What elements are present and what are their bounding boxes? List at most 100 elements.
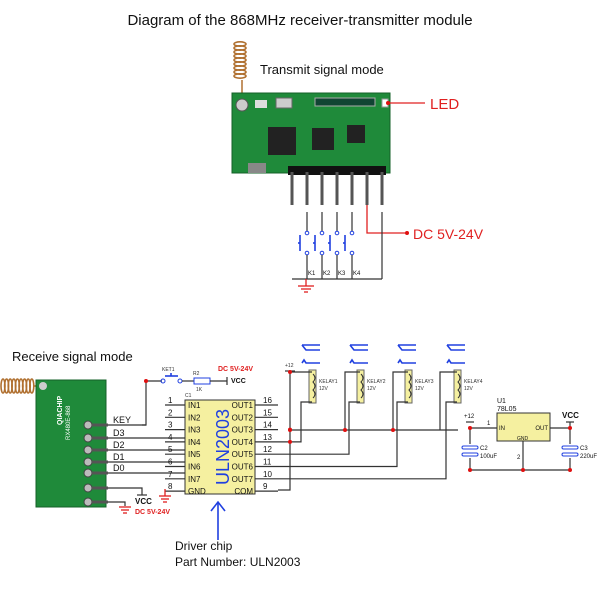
svg-text:1K: 1K <box>196 387 203 393</box>
resistor-icon <box>193 377 211 385</box>
capacitor-c2-icon <box>461 444 479 458</box>
svg-text:220uF: 220uF <box>580 454 597 460</box>
transmitter-header-pins <box>290 172 384 205</box>
relay-coil-icon <box>404 369 413 404</box>
pin-label: GND <box>188 487 206 496</box>
svg-text:OUT: OUT <box>535 426 548 432</box>
relay-name: KELAY1 <box>319 379 338 385</box>
relay-coil-icon <box>356 369 365 404</box>
key-switch-icon <box>160 373 183 384</box>
relay-contact-icon <box>397 344 416 351</box>
svg-text:U1: U1 <box>497 398 506 405</box>
pin-label: OUT3 <box>232 426 254 435</box>
svg-text:GND: GND <box>517 436 529 442</box>
signal-label-d2: D2 <box>113 440 125 450</box>
key-label: K3 <box>338 271 346 277</box>
relay-voltage: 12V <box>415 386 425 392</box>
svg-text:RX480E-868: RX480E-868 <box>66 405 72 440</box>
ground-icon <box>298 279 314 293</box>
uln2003-chip <box>184 399 256 495</box>
pin-number: 6 <box>168 458 173 467</box>
relay-contact-icon <box>349 344 368 351</box>
svg-text:C3: C3 <box>580 446 588 452</box>
pin-label: IN2 <box>188 413 201 422</box>
transmitter-antenna-icon <box>233 40 247 100</box>
relay-contact-icon <box>446 344 465 351</box>
pin-label: IN1 <box>188 401 201 410</box>
pin-label: COM <box>234 487 253 496</box>
relay-coil-icon <box>308 369 317 404</box>
transmitter-pcb <box>231 92 391 175</box>
svg-text:DC 5V-24V: DC 5V-24V <box>218 366 253 373</box>
pin-number: 3 <box>168 421 173 430</box>
svg-text:R2: R2 <box>193 371 200 377</box>
pin-label: IN3 <box>188 426 201 435</box>
svg-text:78L05: 78L05 <box>497 406 517 413</box>
relay-name: KELAY3 <box>415 379 434 385</box>
transmit-mode-label: Transmit signal mode <box>260 62 384 77</box>
svg-text:100uF: 100uF <box>480 454 497 460</box>
key-buttons: K1 K2 K3 K4 <box>292 212 383 280</box>
led-label: LED <box>430 96 459 113</box>
svg-text:QIACHIP: QIACHIP <box>57 396 64 426</box>
ground-icon <box>159 489 171 503</box>
pin-number: 15 <box>263 408 272 417</box>
relay-name: KELAY4 <box>464 379 483 385</box>
svg-text:VCC: VCC <box>562 411 579 420</box>
key-label: K1 <box>308 271 316 277</box>
pin-number: 7 <box>168 470 173 479</box>
pin-number: 13 <box>263 433 272 442</box>
key-label: K4 <box>353 271 361 277</box>
pin-label: IN4 <box>188 438 201 447</box>
svg-text:KET1: KET1 <box>162 367 175 373</box>
relay-name: KELAY2 <box>367 379 386 385</box>
signal-label-d0: D0 <box>113 463 125 473</box>
pin-number: 16 <box>263 396 272 405</box>
svg-text:+12: +12 <box>464 414 475 420</box>
arrow-up-icon <box>210 500 226 540</box>
receiver-pins <box>83 420 108 507</box>
relay-voltage: 12V <box>367 386 377 392</box>
signal-label-d1: D1 <box>113 452 125 462</box>
pin-number: 14 <box>263 421 272 430</box>
pin-number: 2 <box>168 408 173 417</box>
pin-number: 10 <box>263 470 272 479</box>
pin-number: 9 <box>263 482 268 491</box>
key-label: K2 <box>323 271 331 277</box>
pin-label: OUT6 <box>232 463 254 472</box>
signal-label-d3: D3 <box>113 428 125 438</box>
signal-label-key: KEY <box>113 415 131 425</box>
pin-number: 11 <box>263 458 272 467</box>
relay-coil-icon <box>453 369 462 404</box>
receive-mode-label: Receive signal mode <box>12 349 133 364</box>
pin-label: OUT2 <box>232 413 254 422</box>
pin-number: 12 <box>263 445 272 454</box>
receiver-power-label: DC 5V-24V <box>135 509 170 516</box>
capacitor-c3-icon <box>561 444 579 458</box>
receiver-pcb: QIACHIP RX480E-868 <box>35 379 107 508</box>
driver-caption: Driver chip <box>175 539 233 553</box>
svg-text:C2: C2 <box>480 446 488 452</box>
chip-name: ULN2003 <box>213 409 233 485</box>
svg-text:VCC: VCC <box>231 378 246 385</box>
pin-number: 8 <box>168 482 173 491</box>
transmit-power-label: DC 5V-24V <box>413 226 484 242</box>
relay-voltage: 12V <box>464 386 474 392</box>
svg-text:2: 2 <box>517 455 521 461</box>
diagram-title: Diagram of the 868MHz receiver-transmitt… <box>127 12 472 29</box>
pin-label: OUT5 <box>232 450 254 459</box>
pin-label: IN7 <box>188 475 201 484</box>
pin-label: OUT7 <box>232 475 254 484</box>
relay-voltage: 12V <box>319 386 329 392</box>
driver-part-number: Part Number: ULN2003 <box>175 555 301 569</box>
svg-text:+12: +12 <box>285 363 294 369</box>
pin-label: IN6 <box>188 463 201 472</box>
pin-label: OUT1 <box>232 401 254 410</box>
receiver-vcc-label: VCC <box>135 497 152 506</box>
relay-contact-icon <box>301 344 320 351</box>
svg-text:1: 1 <box>487 421 491 427</box>
pin-number: 5 <box>168 445 173 454</box>
